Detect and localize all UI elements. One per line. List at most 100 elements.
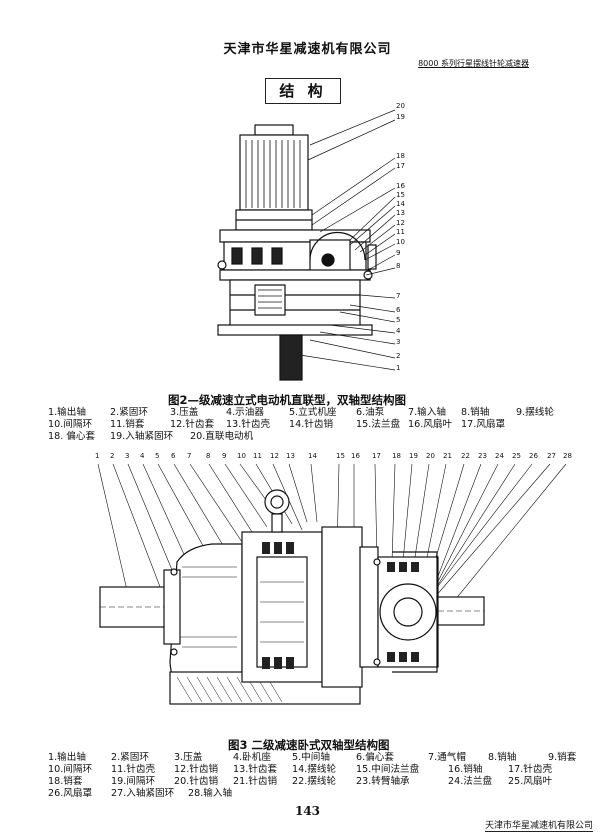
- legend-item: 5.中间轴: [292, 752, 330, 763]
- motor-body: [217, 124, 377, 381]
- legend-item: 16.风扇叶: [408, 419, 453, 430]
- legend-item: 7.输入轴: [408, 407, 446, 418]
- callout: 16: [396, 182, 405, 190]
- legend-item: 22.摆线轮: [292, 776, 337, 787]
- callout: 11: [253, 452, 262, 460]
- legend-item: 24.法兰盘: [448, 776, 493, 787]
- legend-item: 17.针齿壳: [508, 764, 553, 775]
- legend-item: 2.紧固环: [111, 752, 149, 763]
- legend-item: 20.直联电动机: [190, 431, 254, 442]
- callout: 28: [563, 452, 572, 460]
- figure3-legend: 1.输出轴 2.紧固环 3.压盖 4.卧机座 5.中间轴 6.偏心套 7.通气帽…: [48, 752, 593, 802]
- callout: 7: [187, 452, 192, 460]
- legend-item: 19.入轴紧固环: [110, 431, 174, 442]
- legend-item: 13.针齿套: [233, 764, 278, 775]
- callout: 6: [171, 452, 176, 460]
- legend-item: 19.间隔环: [111, 776, 156, 787]
- callout: 23: [478, 452, 487, 460]
- legend-item: 6.油泵: [356, 407, 385, 418]
- legend-item: 20.针齿销: [174, 776, 219, 787]
- callout: 19: [396, 113, 405, 121]
- callout: 18: [396, 152, 405, 160]
- figure2-legend: 1.输出轴 2.紧固环 3.压盖 4.示油器 5.立式机座 6.油泵 7.输入轴…: [48, 407, 578, 447]
- legend-item: 11.针齿壳: [111, 764, 156, 775]
- callout: 14: [396, 200, 405, 208]
- legend-item: 9.摆线轮: [516, 407, 554, 418]
- callout: 1: [396, 364, 401, 372]
- callout: 8: [396, 262, 401, 270]
- callout: 18: [392, 452, 401, 460]
- page-number: 143: [294, 804, 321, 818]
- company-header: 天津市华星减速机有限公司: [223, 42, 392, 57]
- callout: 21: [443, 452, 452, 460]
- legend-item: 21.针齿销: [233, 776, 278, 787]
- legend-item: 18. 偏心套: [48, 431, 96, 442]
- callout: 19: [409, 452, 418, 460]
- callout: 4: [396, 327, 401, 335]
- legend-item: 25.风扇叶: [508, 776, 553, 787]
- legend-item: 8.销轴: [488, 752, 517, 763]
- section-title: 结 构: [265, 78, 341, 104]
- callout: 7: [396, 292, 401, 300]
- legend-item: 7.通气帽: [428, 752, 466, 763]
- legend-item: 10.间隔环: [48, 764, 93, 775]
- legend-item: 18.销套: [48, 776, 83, 787]
- figure3-callouts: 1 2 3 4 5 6 7 8 9 10 11 12 13 14 15 16 1…: [95, 452, 572, 464]
- figure3-drawing: [97, 463, 567, 705]
- callout: 3: [125, 452, 130, 460]
- callout: 11: [396, 228, 405, 236]
- series-label: 8000 系列行星摆线针轮减速器: [418, 59, 529, 68]
- callout: 20: [426, 452, 435, 460]
- legend-item: 16.销轴: [448, 764, 483, 775]
- callout: 2: [110, 452, 115, 460]
- legend-item: 17.风扇罩: [461, 419, 506, 430]
- callout: 16: [351, 452, 360, 460]
- callout: 24: [495, 452, 504, 460]
- legend-item: 5.立式机座: [289, 407, 337, 418]
- callout: 12: [396, 219, 405, 227]
- legend-item: 2.紧固环: [110, 407, 148, 418]
- callout: 25: [512, 452, 521, 460]
- legend-item: 23.转臂轴承: [356, 776, 410, 787]
- legend-item: 8.销轴: [461, 407, 490, 418]
- callout: 15: [396, 191, 405, 199]
- callout: 26: [529, 452, 538, 460]
- callout: 13: [286, 452, 295, 460]
- callout: 10: [237, 452, 246, 460]
- legend-item: 27.入轴紧固环: [111, 788, 175, 799]
- legend-item: 6.偏心套: [356, 752, 394, 763]
- callout: 15: [336, 452, 345, 460]
- legend-item: 15.法兰盘: [356, 419, 401, 430]
- callout: 6: [396, 306, 401, 314]
- callout: 9: [396, 249, 401, 257]
- legend-item: 14.摆线轮: [292, 764, 337, 775]
- callout: 27: [547, 452, 556, 460]
- figure2-drawing: [217, 109, 396, 381]
- callout: 22: [461, 452, 470, 460]
- legend-item: 10.间隔环: [48, 419, 93, 430]
- legend-item: 9.销套: [548, 752, 577, 763]
- callout: 17: [396, 162, 405, 170]
- callout: 2: [396, 352, 401, 360]
- legend-item: 11.销套: [110, 419, 145, 430]
- callout: 5: [155, 452, 160, 460]
- callout: 14: [308, 452, 317, 460]
- figure2-caption: 图2—级减速立式电动机直联型，双轴型结构图: [168, 393, 406, 407]
- callout: 10: [396, 238, 405, 246]
- callout: 3: [396, 338, 401, 346]
- legend-item: 14.针齿销: [289, 419, 334, 430]
- legend-item: 12.针齿套: [170, 419, 215, 430]
- figure3-caption: 图3 二级减速卧式双轴型结构图: [228, 738, 390, 752]
- legend-item: 3.压盖: [174, 752, 203, 763]
- callout: 20: [396, 102, 405, 110]
- callout: 12: [270, 452, 279, 460]
- callout: 9: [222, 452, 227, 460]
- legend-item: 26.风扇罩: [48, 788, 93, 799]
- legend-item: 1.输出轴: [48, 752, 86, 763]
- legend-item: 15.中间法兰盘: [356, 764, 420, 775]
- callout: 5: [396, 316, 401, 324]
- legend-item: 4.示油器: [226, 407, 264, 418]
- legend-item: 28.输入轴: [188, 788, 233, 799]
- callout: 8: [206, 452, 211, 460]
- callout: 1: [95, 452, 100, 460]
